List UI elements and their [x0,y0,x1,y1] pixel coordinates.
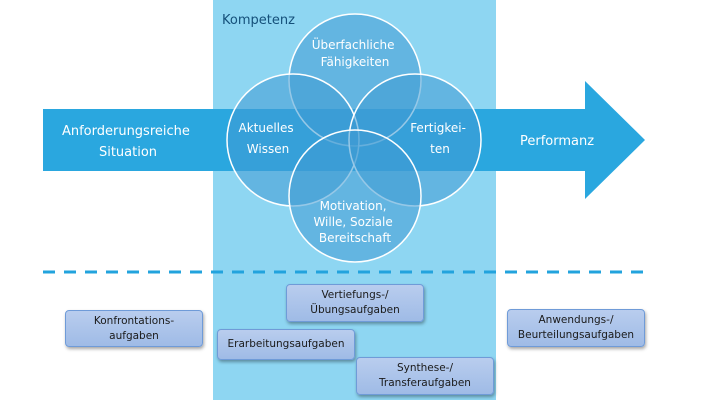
circle-bottom [288,129,422,263]
task-anwendung: Anwendungs-/ Beurteilungsaufgaben [507,309,645,347]
task-konfrontation: Konfrontations- aufgaben [65,310,203,347]
task-synthese: Synthese-/ Transferaufgaben [356,357,494,395]
arrow-left-label: Anforderungsreiche Situation [62,124,194,160]
venn-circles [226,13,482,263]
circle-left-label: Aktuelles Wissen [239,121,298,156]
circle-bottom-label: Motivation, Wille, Soziale Bereitschaft [313,199,396,245]
task-erarbeitung: Erarbeitungsaufgaben [217,329,355,360]
circle-right-label: Fertigkei- ten [410,121,470,156]
circle-top-label: Überfachliche Fähigkeiten [312,36,399,69]
arrow-right-label: Performanz [520,134,594,149]
task-vertiefung: Vertiefungs-/ Übungsaufgaben [286,284,424,322]
competence-label: Kompetenz [222,13,295,28]
